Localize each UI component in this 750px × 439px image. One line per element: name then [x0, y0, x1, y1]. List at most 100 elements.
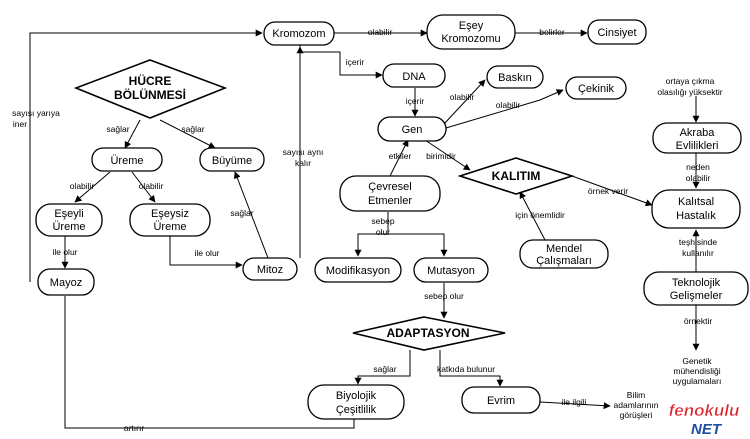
edge-labels: olabilir belirler içerir içerir olabilir…	[12, 27, 723, 433]
svg-text:DNA: DNA	[402, 71, 426, 83]
label-sayisi-ayni-2: kalır	[295, 158, 311, 168]
edge-cevresel-gen	[389, 139, 409, 177]
node-mendel-calismalari: Mendel Çalışmaları	[519, 239, 609, 269]
label-saglar-left: sağlar	[106, 124, 129, 134]
svg-text:HÜCRE: HÜCRE	[129, 73, 172, 88]
svg-text:adamlarının: adamlarının	[614, 400, 659, 410]
label-saglar-adapt: sağlar	[373, 364, 396, 374]
label-ortaya-cikma-2: olasılığı yüksektir	[657, 87, 722, 97]
node-buyume: Büyüme	[199, 147, 265, 172]
label-sebep-2: olur	[376, 227, 390, 237]
svg-text:uygulamaları: uygulamaları	[673, 376, 722, 386]
svg-text:Evlilikleri: Evlilikleri	[676, 140, 719, 152]
node-baskin: Baskın	[486, 65, 544, 89]
svg-text:ADAPTASYON: ADAPTASYON	[386, 326, 469, 340]
label-olabilir: olabilir	[368, 27, 393, 37]
svg-text:Evrim: Evrim	[487, 395, 515, 407]
edge-ureme-eseyli	[74, 171, 111, 203]
label-sebep-1: sebep	[371, 216, 394, 226]
node-mutasyon: Mutasyon	[413, 257, 489, 283]
svg-text:Gelişmeler: Gelişmeler	[670, 290, 723, 302]
label-neden-1: neden	[686, 162, 710, 172]
svg-text:BÖLÜNMESİ: BÖLÜNMESİ	[114, 87, 186, 102]
svg-text:Etmenler: Etmenler	[368, 195, 412, 207]
svg-text:Bilim: Bilim	[627, 390, 645, 400]
label-sayisi-yariya-2: iner	[13, 119, 27, 129]
svg-text:Kalıtsal: Kalıtsal	[678, 196, 714, 208]
node-cinsiyet: Cinsiyet	[587, 19, 647, 45]
node-dna: DNA	[382, 63, 446, 88]
node-esey-kromozomu: Eşey Kromozomu	[426, 14, 516, 50]
svg-text:Mitoz: Mitoz	[257, 264, 283, 276]
svg-text:Eşeysiz: Eşeysiz	[151, 208, 189, 220]
svg-text:Mutasyon: Mutasyon	[427, 265, 475, 277]
node-mitoz: Mitoz	[242, 257, 298, 281]
label-olabilir-eseysiz: olabilir	[139, 181, 164, 191]
node-genetik-muhendisligi: Genetik mühendisliği uygulamaları	[673, 356, 722, 386]
edge-cevresel-mutasyon	[388, 233, 448, 257]
label-sayisi-ayni-1: sayısı aynı	[283, 147, 324, 157]
svg-text:Çeşitlilik: Çeşitlilik	[336, 404, 377, 416]
svg-text:Biyolojik: Biyolojik	[336, 390, 377, 402]
svg-text:Çalışmaları: Çalışmaları	[536, 255, 592, 267]
svg-text:Eşeyli: Eşeyli	[54, 208, 83, 220]
svg-text:Mayoz: Mayoz	[50, 277, 82, 289]
edge-adaptasyon-biyolojik	[354, 350, 411, 385]
label-ile-olur-eseyli: ile olur	[52, 247, 77, 257]
label-birimidir: birimidir	[426, 151, 456, 161]
svg-text:Genetik: Genetik	[682, 356, 712, 366]
node-bilim-adamlari: Bilim adamlarının görüşleri	[614, 390, 659, 420]
label-ile-olur-eseysiz: ile olur	[194, 248, 219, 258]
edge-mayoz-biyolojik	[64, 296, 358, 429]
label-olabilir-eseyli: olabilir	[70, 181, 95, 191]
label-ortaya-cikma-1: ortaya çıkma	[666, 76, 715, 86]
node-kalitsal-hastalik: Kalıtsal Hastalık	[651, 189, 741, 229]
svg-text:Akraba: Akraba	[680, 127, 716, 139]
edge-adaptasyon-evrim	[439, 350, 504, 387]
svg-text:Gen: Gen	[402, 124, 423, 136]
node-teknolojik-gelismeler: Teknolojik Gelişmeler	[643, 271, 749, 306]
svg-text:Teknolojik: Teknolojik	[672, 277, 721, 289]
label-ile-ilgili: ile ilgili	[561, 397, 586, 407]
node-biyolojik-cesitlilik: Biyolojik Çeşitlilik	[307, 384, 405, 420]
svg-text:Üreme: Üreme	[153, 221, 186, 233]
svg-text:Kromozom: Kromozom	[272, 28, 325, 40]
svg-text:Kromozomu: Kromozomu	[441, 33, 500, 45]
node-eseysiz-ureme: Eşeysiz Üreme	[129, 203, 211, 237]
edge-eseysiz-mitoz	[169, 236, 243, 269]
edge-ureme-eseysiz	[131, 171, 156, 203]
edge-hucre-buyume	[159, 119, 216, 149]
logo-bottom-text: NET	[691, 421, 723, 438]
svg-text:KALITIM: KALITIM	[492, 169, 541, 183]
label-etkiler: etkiler	[389, 151, 412, 161]
edge-cevresel-modifikasyon	[354, 212, 389, 257]
edge-gen-baskin	[443, 79, 486, 125]
svg-text:Modifikasyon: Modifikasyon	[326, 265, 390, 277]
label-icin-onemlidir: için önemlidir	[515, 210, 565, 220]
fenokulu-logo: fenokulu NET	[668, 401, 740, 438]
svg-text:mühendisliği: mühendisliği	[673, 366, 720, 376]
svg-text:Üreme: Üreme	[110, 155, 143, 167]
node-ureme: Üreme	[91, 147, 163, 172]
label-olabilir-baskin: olabilir	[450, 92, 475, 102]
label-olabilir-cekinik: olabilir	[496, 100, 521, 110]
label-sayisi-yariya-1: sayısı yarıya	[12, 108, 60, 118]
svg-text:Hastalık: Hastalık	[676, 210, 716, 222]
edge-hucre-ureme	[124, 119, 141, 149]
label-ornek-verir: örnek verir	[588, 186, 628, 196]
node-gen: Gen	[377, 116, 447, 142]
label-saglar-mitoz: sağlar	[230, 208, 253, 218]
node-eseyli-ureme: Eşeyli Üreme	[35, 203, 103, 237]
node-mayoz: Mayoz	[37, 268, 95, 296]
svg-text:Çekinik: Çekinik	[578, 83, 615, 95]
connectors	[29, 29, 700, 429]
edge-gen-kalitim	[424, 139, 471, 171]
node-adaptasyon: ADAPTASYON	[352, 316, 506, 351]
node-akraba-evlilikleri: Akraba Evlilikleri	[652, 122, 742, 154]
label-teshisinde-2: kullanılır	[682, 248, 714, 258]
label-sebep-olur: sebep olur	[424, 291, 464, 301]
edge-mitoz-buyume	[233, 171, 269, 259]
node-kromozom: Kromozom	[263, 21, 335, 46]
label-icerir: içerir	[346, 57, 365, 67]
label-katkida: katkıda bulunur	[437, 364, 495, 374]
